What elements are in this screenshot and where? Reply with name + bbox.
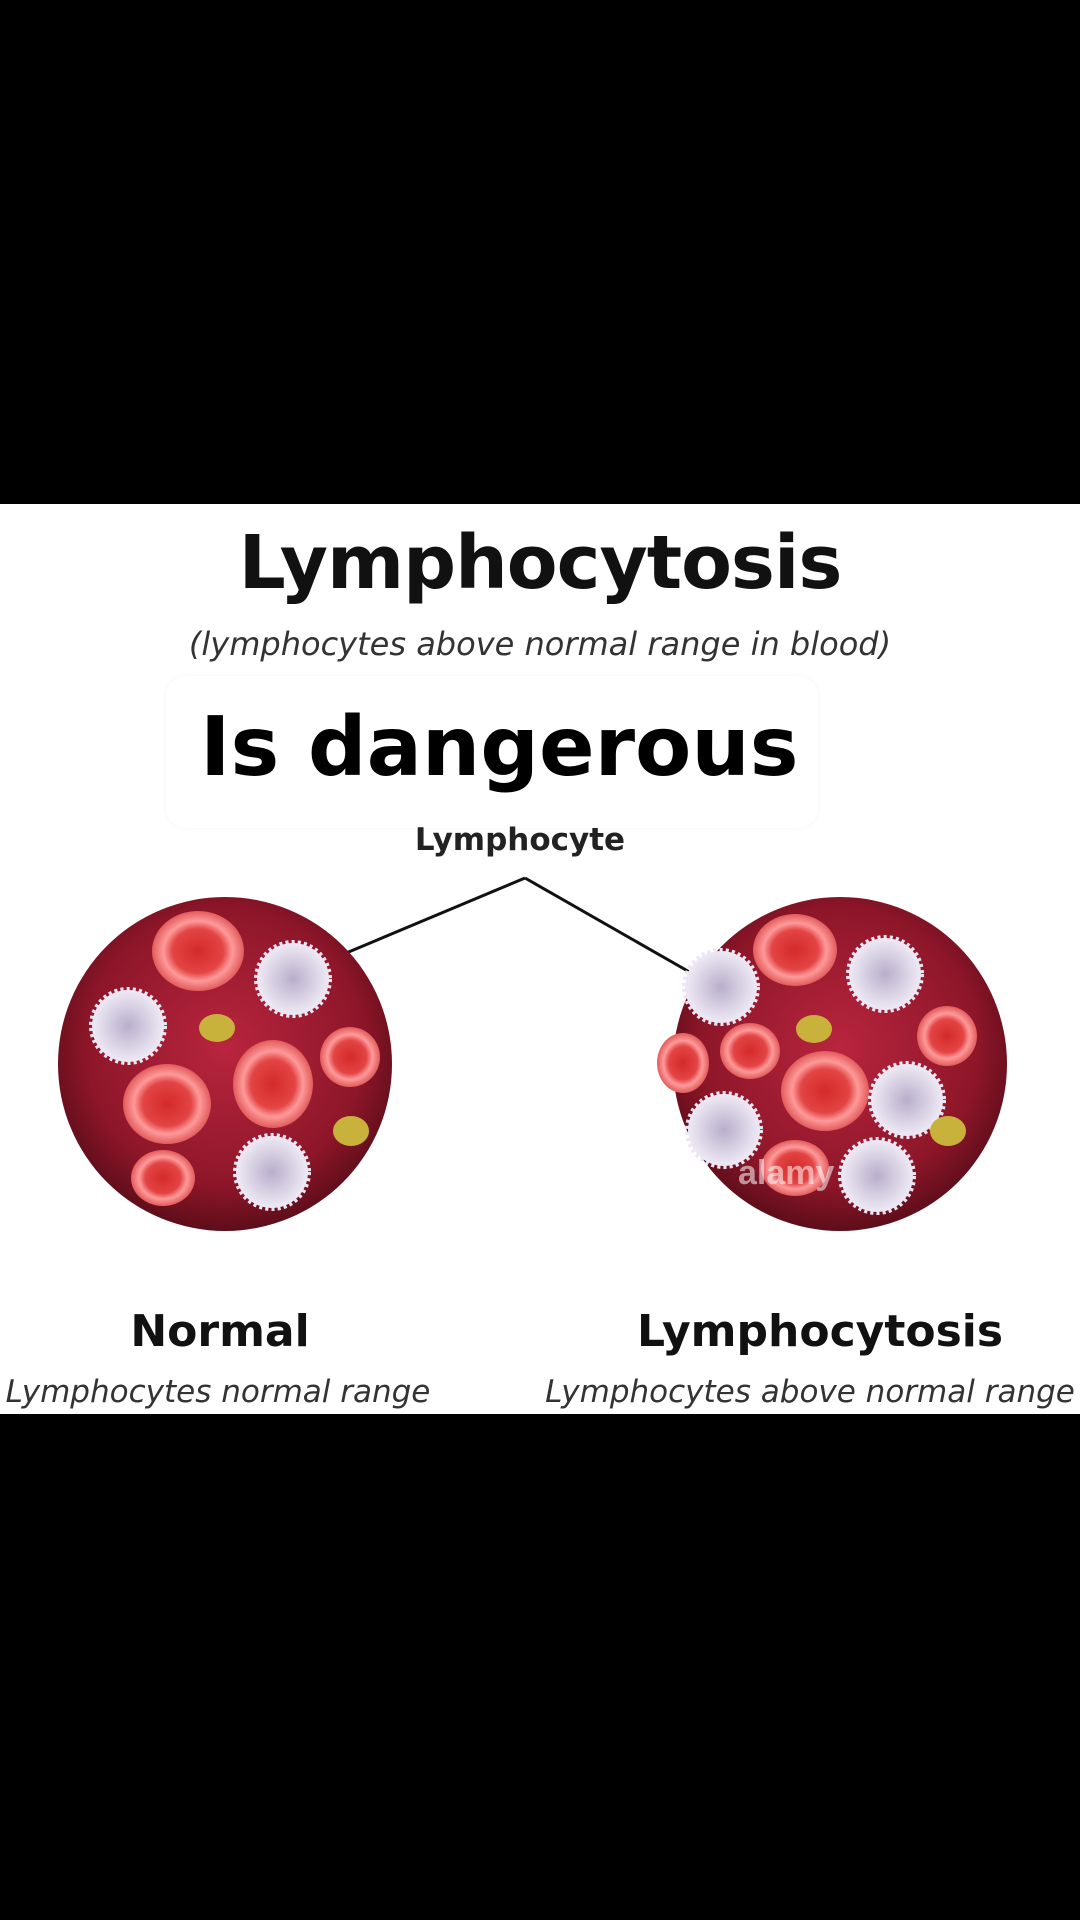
red-blood-cell-icon bbox=[917, 1006, 977, 1066]
platelet-icon bbox=[930, 1116, 966, 1146]
red-blood-cell-icon bbox=[657, 1033, 709, 1093]
platelet-icon bbox=[199, 1014, 235, 1042]
platelet-icon bbox=[333, 1116, 369, 1146]
red-blood-cell-icon bbox=[320, 1027, 380, 1087]
lymphocyte-pointer-label: Lymphocyte bbox=[414, 822, 626, 858]
normal-label: Normal bbox=[130, 1306, 310, 1357]
lymphocyte-icon bbox=[682, 948, 760, 1026]
lymphocytosis-label: Lymphocytosis bbox=[636, 1306, 1004, 1357]
platelet-icon bbox=[796, 1015, 832, 1043]
caption-overlay-box bbox=[166, 676, 818, 828]
lymphocyte-icon bbox=[846, 935, 924, 1013]
lymphocyte-icon bbox=[254, 940, 332, 1018]
red-blood-cell-icon bbox=[781, 1051, 869, 1131]
lymphocyte-icon bbox=[233, 1133, 311, 1211]
red-blood-cell-icon bbox=[233, 1040, 313, 1128]
caption-overlay-text: Is dangerous bbox=[200, 700, 799, 795]
normal-sublabel: Lymphocytes normal range bbox=[5, 1374, 431, 1410]
blood-smear-illustration bbox=[58, 876, 1007, 1231]
red-blood-cell-icon bbox=[152, 911, 244, 991]
lymphocytosis-sublabel: Lymphocytes above normal range bbox=[545, 1374, 1075, 1410]
red-blood-cell-icon bbox=[720, 1023, 780, 1079]
red-blood-cell-icon bbox=[131, 1150, 195, 1206]
diagram-title: Lymphocytosis bbox=[238, 520, 843, 606]
red-blood-cell-icon bbox=[753, 914, 837, 986]
red-blood-cell-icon bbox=[123, 1064, 211, 1144]
pointer-lines bbox=[319, 876, 701, 980]
lymphocytosis-blood-smear bbox=[657, 897, 1007, 1231]
lymphocyte-icon bbox=[838, 1137, 916, 1215]
diagram-panel: Lymphocytosis (lymphocytes above normal … bbox=[0, 504, 1080, 1414]
watermark: alamy bbox=[738, 1154, 835, 1192]
normal-blood-smear bbox=[58, 897, 392, 1231]
lymphocyte-icon bbox=[868, 1061, 946, 1139]
lymphocyte-icon bbox=[89, 987, 167, 1065]
lymphocyte-icon bbox=[685, 1091, 763, 1169]
diagram-subtitle: (lymphocytes above normal range in blood… bbox=[188, 625, 892, 663]
red-blood-cell-icon bbox=[761, 1140, 829, 1196]
